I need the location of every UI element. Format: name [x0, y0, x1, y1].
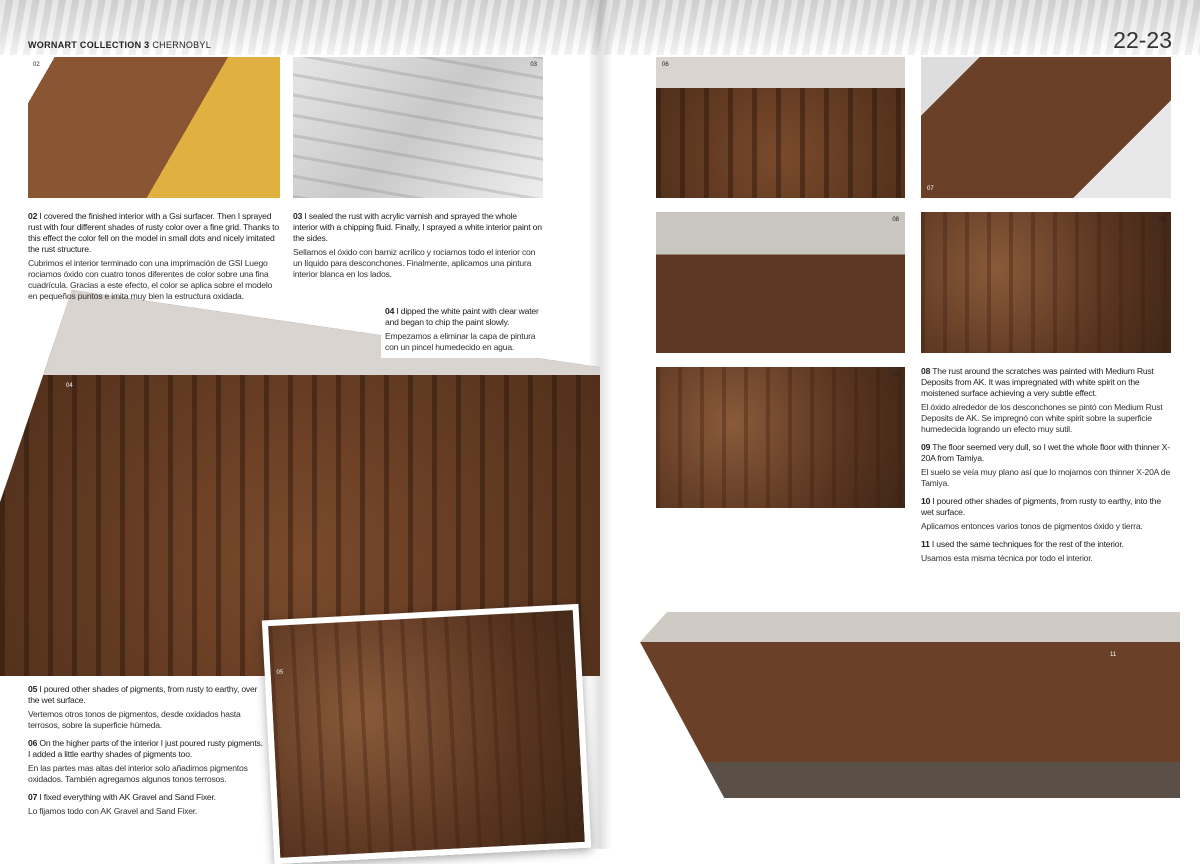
step-text-es: Lo fijamos todo con AK Gravel and Sand F… — [28, 806, 198, 816]
photo-02: 02 — [28, 57, 280, 198]
step-text-en: The rust around the scratches was painte… — [921, 366, 1154, 398]
photo-label: 11 — [1110, 652, 1117, 658]
step-number: 06 — [28, 738, 38, 748]
step-number: 05 — [28, 684, 38, 694]
photo-label: 09 — [1158, 217, 1165, 223]
steps-08-11: 08 The rust around the scratches was pai… — [921, 366, 1171, 567]
step-text-en: On the higher parts of the interior I ju… — [28, 738, 263, 759]
step-text-es: Vertemos otros tonos de pigmentos, desde… — [28, 709, 241, 730]
step-number: 11 — [921, 539, 930, 549]
photo-label: 10 — [892, 372, 899, 378]
photo-06: 06 — [656, 57, 905, 198]
photo-07: 07 — [921, 57, 1171, 198]
photo-label: 06 — [662, 62, 669, 68]
step-04: 04 I dipped the white paint with clear w… — [381, 304, 551, 358]
photo-label: 07 — [927, 186, 934, 192]
photo-08: 08 — [656, 212, 905, 353]
step-number: 08 — [921, 366, 931, 376]
step-text-es: Aplicamos entonces varios tonos de pigme… — [921, 521, 1143, 531]
step-02: 02 I covered the finished interior with … — [28, 211, 280, 305]
step-text-en: I poured other shades of pigments, from … — [921, 496, 1161, 517]
photo-03: 03 — [293, 57, 543, 198]
step-text-en: I dipped the white paint with clear wate… — [385, 306, 539, 327]
series-title: WORNART COLLECTION 3 — [28, 40, 150, 50]
step-text-es: Usamos esta misma técnica por todo el in… — [921, 553, 1093, 563]
step-text-es: Cubrimos el interior terminado con una i… — [28, 258, 273, 301]
step-text-es: Empezamos a eliminar la capa de pintura … — [385, 331, 536, 352]
step-number: 10 — [921, 496, 931, 506]
photo-05: 05 — [261, 603, 592, 864]
page-numbers: 22-23 — [1113, 27, 1172, 53]
step-text-es: El suelo se veía muy plano así que lo mo… — [921, 467, 1171, 488]
photo-label: 08 — [892, 217, 899, 223]
step-text-en: I fixed everything with AK Gravel and Sa… — [39, 792, 216, 802]
step-text-en: The floor seemed very dull, so I wet the… — [921, 442, 1170, 463]
running-header: WORNART COLLECTION 3 CHERNOBYL — [28, 40, 211, 50]
step-text-es: El óxido alrededor de los desconchones s… — [921, 402, 1163, 434]
step-number: 04 — [385, 306, 395, 316]
step-03: 03 I sealed the rust with acrylic varnis… — [293, 211, 543, 283]
step-number: 07 — [28, 792, 38, 802]
book-title: CHERNOBYL — [152, 40, 212, 50]
photo-label: 04 — [66, 383, 73, 389]
step-number: 03 — [293, 211, 303, 221]
header-banner-image — [0, 0, 1200, 55]
step-text-en: I sealed the rust with acrylic varnish a… — [293, 211, 542, 243]
photo-label: 02 — [33, 62, 40, 68]
step-text-en: I covered the finished interior with a G… — [28, 211, 279, 254]
step-text-en: I used the same techniques for the rest … — [931, 539, 1124, 549]
step-text-en: I poured other shades of pigments, from … — [28, 684, 258, 705]
photo-09: 09 — [921, 212, 1171, 353]
step-number: 09 — [921, 442, 931, 452]
step-text-es: En las partes mas altas del interior sol… — [28, 763, 248, 784]
step-text-es: Sellamos el óxido con barniz acrílico y … — [293, 247, 536, 279]
photo-label: 03 — [530, 62, 537, 68]
photo-label: 05 — [276, 669, 284, 676]
photo-10: 10 — [656, 367, 905, 508]
step-number: 02 — [28, 211, 38, 221]
steps-05-07: 05 I poured other shades of pigments, fr… — [28, 684, 264, 820]
